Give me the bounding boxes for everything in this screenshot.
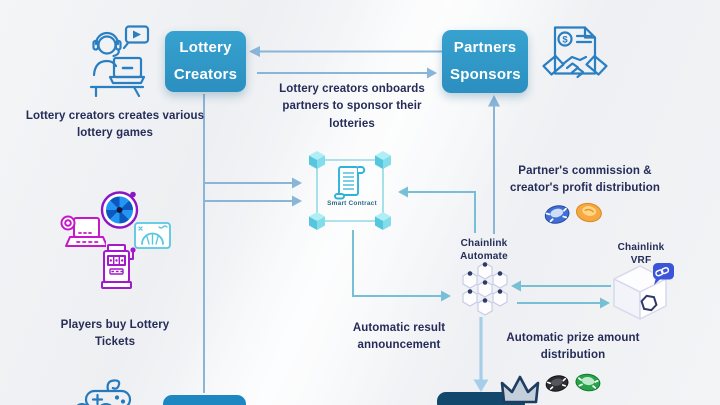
laptop-slot-icon — [60, 215, 106, 247]
gold-coin-icon — [576, 202, 602, 223]
node-lottery-creators: Lottery Creators — [165, 31, 246, 92]
node-lottery-creators-label: Lottery Creators — [173, 39, 238, 83]
arrow-automate-to-contract — [407, 191, 476, 233]
label-smart-contract: Smart Contract — [327, 200, 377, 207]
contract-cubes — [309, 151, 391, 230]
black-casino-chip-icon — [545, 375, 569, 392]
caption-onboard-partners: Lottery creators onboards partners to sp… — [279, 83, 425, 130]
vrf-hexagon — [640, 294, 658, 312]
slot-machine-icon — [101, 244, 136, 289]
automate-hexagons — [462, 262, 508, 316]
teal-connectors — [352, 191, 611, 304]
arrow-contract-to-automate — [352, 230, 442, 297]
caption-prize-distribution: Automatic prize amount distribution — [506, 332, 640, 362]
smart-contract-scroll-icon — [309, 151, 391, 230]
scroll-glyph — [334, 166, 366, 200]
winner-crown-icon — [500, 375, 540, 404]
node-partners-sponsors: Partners Sponsors — [442, 30, 528, 93]
automate-node-dots — [467, 262, 503, 303]
caption-creators-create: Lottery creators creates various lottery… — [25, 110, 205, 140]
creator-at-laptop-icon — [89, 25, 150, 97]
caption-players-buy: Players buy Lottery Tickets — [60, 319, 170, 349]
green-casino-chip-icon — [575, 373, 601, 392]
blue-connectors — [203, 50, 495, 393]
caption-result-announcement: Automatic result announcement — [352, 322, 446, 352]
node-players-box — [163, 395, 246, 405]
teal-arrowheads — [398, 186, 610, 309]
vrf-link-badge — [653, 263, 674, 285]
players-coins-icon — [76, 403, 112, 405]
label-chainlink-vrf: Chainlink VRF — [617, 242, 665, 266]
dollar-glyph: $ — [562, 35, 568, 46]
caption-commission-distribution: Partner's commission & creator's profit … — [509, 165, 661, 195]
blue-casino-chip-icon — [544, 205, 570, 224]
blue-arrowheads — [249, 46, 500, 207]
chainlink-vrf-cube-icon — [613, 263, 674, 320]
node-partners-sponsors-label: Partners Sponsors — [450, 39, 521, 83]
prize-down-arrow — [473, 317, 489, 392]
gamepad-icon — [84, 379, 132, 405]
label-chainlink-automate: Chainlink Automate — [460, 238, 508, 262]
wheel-segments — [106, 196, 133, 224]
lottery-wheel-icon — [100, 191, 139, 229]
contract-handshake-icon: $ — [542, 26, 608, 79]
chainlink-automate-nodes-icon — [462, 262, 508, 316]
bingo-card-icon — [134, 222, 171, 249]
